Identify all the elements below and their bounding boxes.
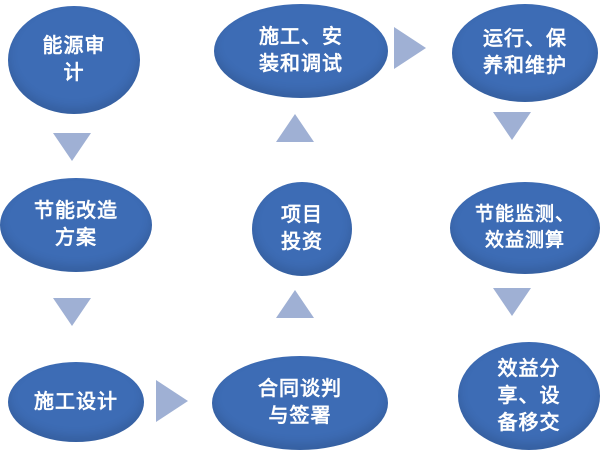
node-operation-care-maintenance: 运行、保 养和维护 [452,4,598,102]
node-construction-design: 施工设计 [8,362,144,442]
node-label-construction-installation-debugging: 施工、安 装和调试 [259,26,343,75]
arrow-right-icon [394,27,426,69]
arrow-down-icon [493,288,531,316]
node-label-project-investment: 项目 投资 [281,204,323,253]
node-construction-installation-debugging: 施工、安 装和调试 [214,4,388,98]
node-energy-saving-renovation-plan: 节能改造 方案 [0,178,152,272]
node-label-operation-care-maintenance: 运行、保 养和维护 [483,28,567,77]
node-label-contract-negotiation-signing: 合同谈判 与签署 [258,378,342,427]
arrow-up-icon [276,114,314,142]
node-label-construction-design: 施工设计 [34,390,118,413]
node-label-energy-monitoring-benefit-calc: 节能监测、 效益测算 [474,204,575,251]
arrow-up-icon [276,290,314,318]
node-label-benefit-sharing-equipment-handover: 效益分 享、设 备移交 [497,357,561,434]
node-label-energy-saving-renovation-plan: 节能改造 方案 [34,200,118,249]
node-benefit-sharing-equipment-handover: 效益分 享、设 备移交 [458,342,600,450]
arrow-down-icon [493,112,531,140]
node-project-investment: 项目 投资 [252,182,352,276]
node-label-energy-audit: 能源审 计 [42,35,106,84]
node-energy-monitoring-benefit-calc: 节能监测、 效益测算 [450,182,600,274]
arrow-right-icon [156,380,188,422]
arrow-down-icon [53,298,91,326]
arrow-down-icon [53,133,91,161]
node-energy-audit: 能源审 计 [8,6,140,114]
node-contract-negotiation-signing: 合同谈判 与签署 [212,356,388,450]
